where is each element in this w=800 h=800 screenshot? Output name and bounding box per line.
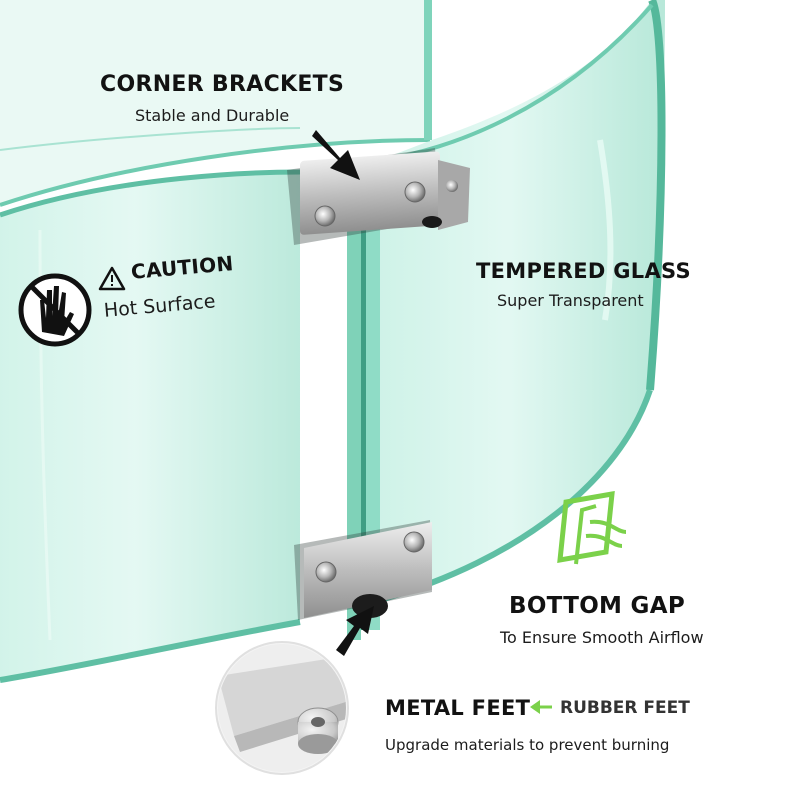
metal-foot-closeup [215, 641, 349, 775]
corner-brackets-title: CORNER BRACKETS [100, 72, 345, 97]
warning-triangle-icon [98, 266, 126, 291]
back-glass-panel [0, 0, 432, 207]
black-arrow-icon [336, 606, 374, 656]
airflow-icon [557, 490, 627, 565]
rubber-feet-label: RUBBER FEET [560, 698, 690, 718]
bottom-corner-bracket [294, 520, 432, 620]
glass-joint [347, 170, 380, 640]
tempered-glass-title: TEMPERED GLASS [476, 259, 691, 283]
top-corner-bracket [287, 148, 470, 245]
metal-feet-title: METAL FEET [385, 696, 531, 720]
green-left-arrow-icon [530, 700, 552, 714]
no-touch-hand-icon [18, 273, 92, 347]
black-arrow-icon [312, 130, 360, 180]
bottom-gap-subtitle: To Ensure Smooth Airflow [500, 628, 704, 647]
corner-brackets-subtitle: Stable and Durable [135, 106, 290, 125]
tempered-glass-subtitle: Super Transparent [497, 291, 644, 310]
bottom-gap-title: BOTTOM GAP [509, 593, 685, 619]
metal-feet-subtitle: Upgrade materials to prevent burning [385, 736, 670, 754]
